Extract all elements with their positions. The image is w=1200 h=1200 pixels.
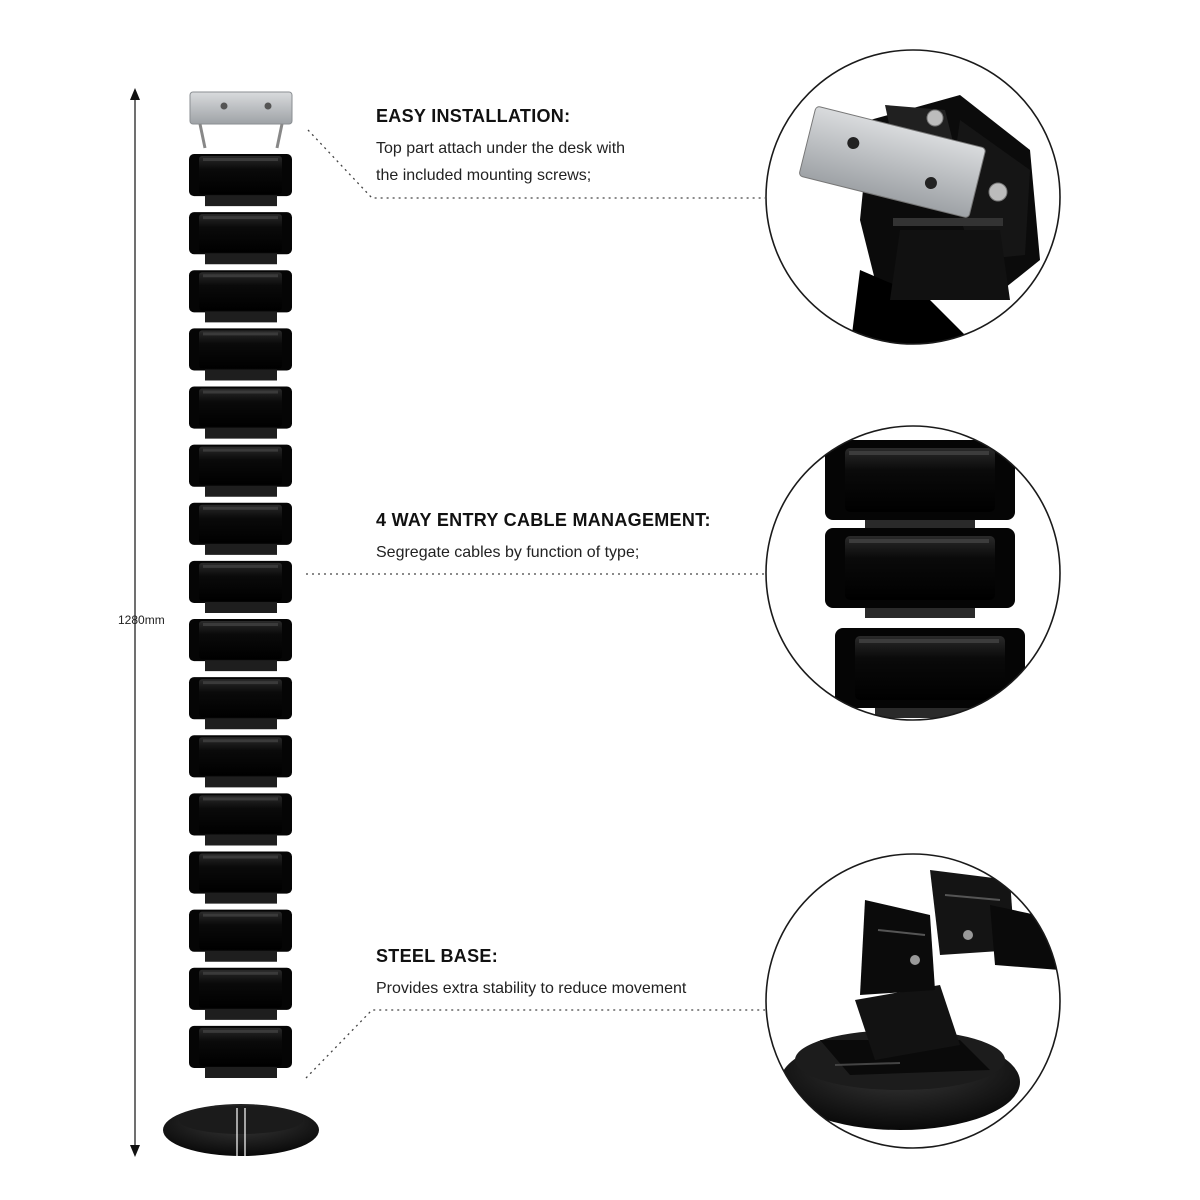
feature-title: EASY INSTALLATION: xyxy=(376,106,571,126)
detail-segment xyxy=(825,440,1015,530)
spine-segment xyxy=(189,270,292,323)
detail-circle-steel-base xyxy=(765,853,1061,1149)
spine-segment xyxy=(189,793,292,846)
spine-segment xyxy=(189,560,292,613)
leader-lines xyxy=(305,129,765,1079)
detail-circle-installation xyxy=(765,49,1061,345)
mounting-bracket xyxy=(189,91,293,149)
feature-title: STEEL BASE: xyxy=(376,946,498,966)
cable-spine xyxy=(163,91,319,1156)
spine-segment xyxy=(189,851,292,904)
spine-segment xyxy=(189,154,292,207)
height-dimension-label: 1280mm xyxy=(118,613,165,627)
spine-segment xyxy=(189,735,292,788)
spine-segment xyxy=(189,909,292,962)
spine-segment xyxy=(189,677,292,730)
spine-segment xyxy=(189,212,292,265)
feature-line: Provides extra stability to reduce movem… xyxy=(376,980,687,997)
detail-segment xyxy=(825,528,1015,618)
feature-easy-installation: EASY INSTALLATION: Top part attach under… xyxy=(376,106,625,189)
spine-segment xyxy=(189,1025,292,1078)
feature-cable-management: 4 WAY ENTRY CABLE MANAGEMENT: Segregate … xyxy=(376,510,711,566)
feature-line: the included mounting screws; xyxy=(376,167,592,184)
feature-line: Segregate cables by function of type; xyxy=(376,544,640,561)
detail-segment xyxy=(835,628,1025,718)
feature-line: Top part attach under the desk with xyxy=(376,140,626,157)
feature-steel-base: STEEL BASE: Provides extra stability to … xyxy=(376,946,686,1002)
detail-circle-cable-management xyxy=(765,425,1061,721)
spine-segment xyxy=(189,619,292,672)
spine-segment xyxy=(189,386,292,439)
steel-base xyxy=(163,1104,319,1156)
feature-title: 4 WAY ENTRY CABLE MANAGEMENT: xyxy=(376,510,711,530)
spine-segment xyxy=(189,502,292,555)
height-dimension-arrow xyxy=(130,88,140,1157)
spine-segment xyxy=(189,328,292,381)
spine-segment xyxy=(189,967,292,1020)
spine-segment xyxy=(189,444,292,497)
